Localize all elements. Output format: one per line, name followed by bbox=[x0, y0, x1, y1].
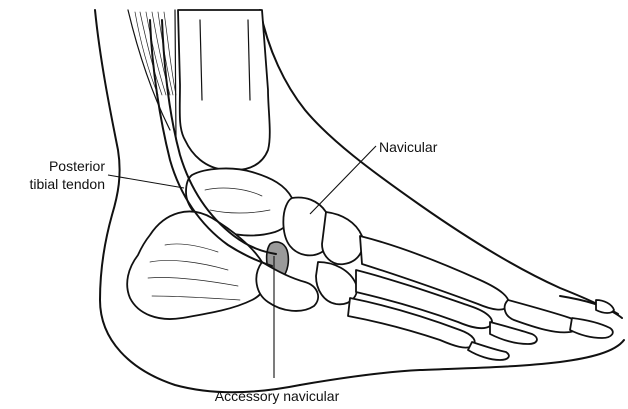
posterior-tibial-tendon-label-line2: tibial tendon bbox=[29, 176, 105, 192]
tibia-bone bbox=[178, 10, 270, 170]
navicular-leader bbox=[310, 146, 376, 214]
accessory-navicular-label: Accessory navicular bbox=[215, 388, 340, 404]
foot-skin-outline bbox=[95, 10, 624, 392]
metatarsal-bones bbox=[348, 236, 509, 348]
posterior-tibial-tendon-label: Posterior bbox=[49, 158, 105, 174]
navicular-label: Navicular bbox=[379, 139, 438, 155]
calf-muscle-fibers bbox=[128, 10, 176, 140]
